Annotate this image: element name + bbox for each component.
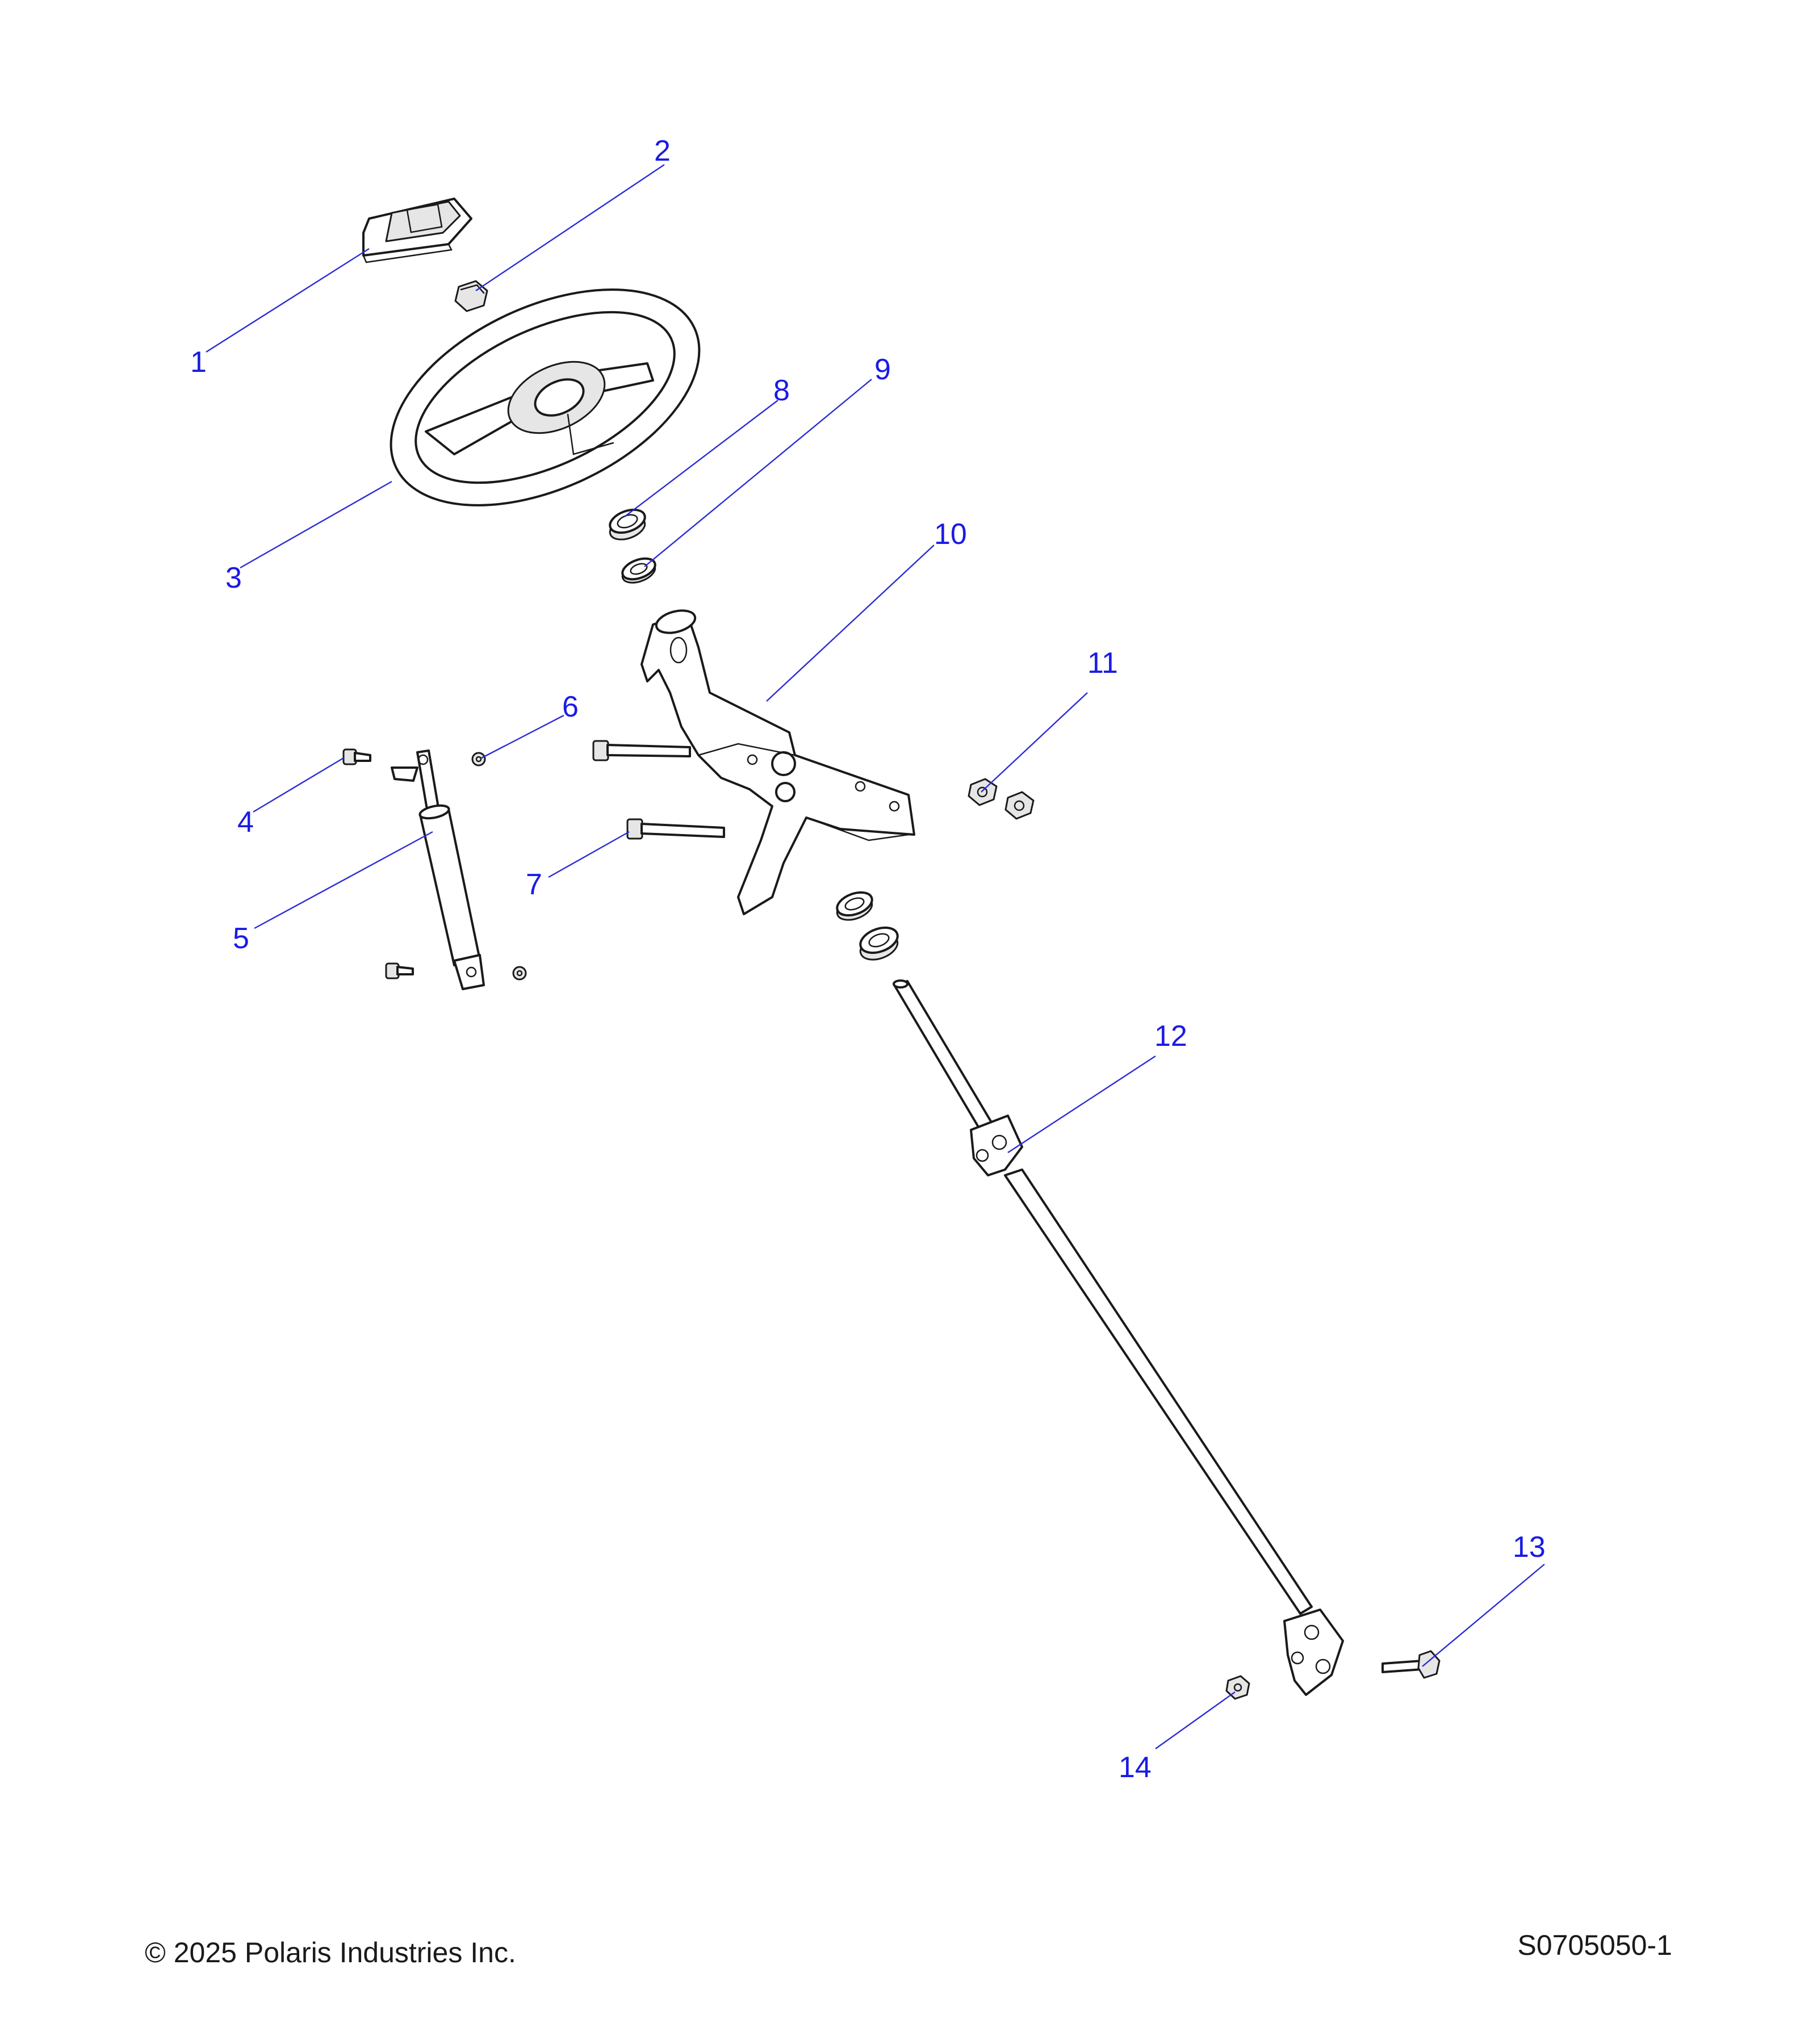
- leader-line-9: [644, 379, 872, 567]
- upper-bushing: [609, 508, 646, 541]
- callout-11: 11: [1087, 647, 1118, 680]
- leader-line-5: [254, 831, 433, 929]
- leader-line-8: [624, 400, 778, 517]
- pivot-bolt-lower: [626, 818, 725, 840]
- flange-nut-pair: [968, 778, 1035, 820]
- leader-line-1: [206, 248, 370, 353]
- shock-bolt-upper: [342, 748, 371, 765]
- callout-14: 14: [1119, 1751, 1152, 1784]
- leader-line-14: [1155, 1691, 1236, 1749]
- u-joint-nut: [1225, 1675, 1250, 1700]
- u-joint-pinch-bolt: [1381, 1650, 1441, 1679]
- callout-3: 3: [225, 562, 242, 594]
- callout-5: 5: [233, 922, 249, 955]
- callout-2: 2: [654, 135, 671, 167]
- callout-1: 1: [190, 346, 207, 379]
- callout-labels: 1 2 3 4 5 6 7 8 9 10 11 12 13 14: [190, 135, 1546, 1784]
- upper-washer: [621, 557, 656, 584]
- leader-line-7: [548, 831, 630, 878]
- diagram-id: S0705050-1: [1517, 1929, 1672, 1961]
- steering-wheel-cap: [362, 198, 472, 263]
- shock-nut-upper: [471, 752, 486, 767]
- leader-line-4: [253, 757, 344, 813]
- callout-13: 13: [1513, 1531, 1546, 1564]
- steering-column-bracket: [640, 609, 915, 915]
- tilt-gas-shock: [391, 749, 485, 990]
- callout-9: 9: [874, 353, 891, 386]
- steering-shaft: [893, 979, 1344, 1696]
- shock-bolt-lower: [385, 962, 414, 979]
- lower-bushing-pair: [836, 891, 899, 961]
- copyright-notice: © 2025 Polaris Industries Inc.: [145, 1937, 516, 1968]
- leader-line-3: [240, 480, 392, 569]
- callout-8: 8: [773, 374, 790, 407]
- callout-4: 4: [237, 806, 254, 839]
- steering-wheel: [390, 288, 701, 506]
- pivot-bolt-upper: [592, 740, 691, 761]
- leader-line-11: [981, 692, 1088, 793]
- shock-nut-lower: [512, 966, 527, 981]
- leader-line-2: [475, 164, 665, 291]
- callout-6: 6: [562, 690, 579, 723]
- leader-line-6: [481, 714, 564, 759]
- callout-12: 12: [1154, 1020, 1187, 1053]
- leader-lines: [206, 164, 1545, 1749]
- leader-line-12: [1007, 1055, 1156, 1154]
- leader-line-10: [766, 544, 935, 702]
- callout-10: 10: [934, 518, 967, 551]
- leader-line-13: [1422, 1564, 1545, 1667]
- callout-7: 7: [526, 868, 542, 901]
